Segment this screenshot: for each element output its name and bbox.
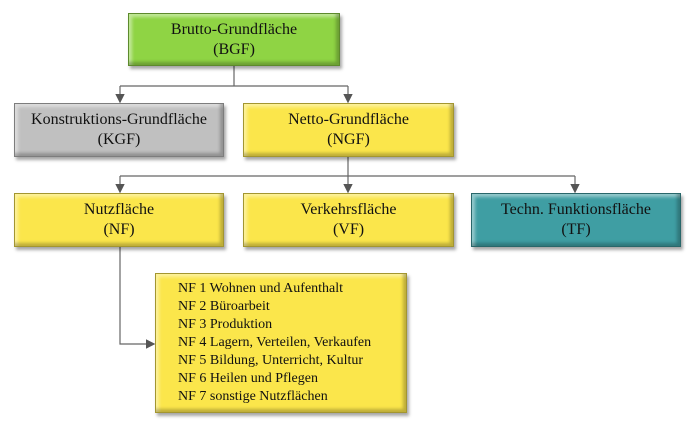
node-abbr: (BGF) [213, 40, 255, 58]
node-title: Netto-Grundfläche [288, 111, 409, 128]
node-title: Techn. Funktionsfläche [501, 201, 651, 218]
node-abbr: (KGF) [97, 131, 141, 148]
node-bgf: Brutto-Grundfläche (BGF) [128, 13, 340, 66]
node-ngf: Netto-Grundfläche (NGF) [243, 103, 454, 157]
list-item: NF 6 Heilen und Pflegen [178, 371, 318, 386]
node-title: Brutto-Grundfläche [170, 20, 298, 38]
list-item: NF 5 Bildung, Unterricht, Kultur [178, 353, 364, 368]
connector-ngf [120, 157, 575, 177]
connector-bgf [120, 66, 348, 87]
node-title: Verkehrsfläche [300, 201, 397, 218]
list-item: NF 3 Produktion [178, 317, 273, 332]
arrow-nf-list [119, 247, 156, 349]
list-item: NF 7 sonstige Nutzflächen [178, 389, 328, 404]
list-item: NF 2 Büroarbeit [178, 299, 270, 314]
node-abbr: (VF) [332, 221, 365, 238]
node-kgf: Konstruktions-Grundfläche (KGF) [14, 103, 224, 157]
node-title: Konstruktions-Grundfläche [31, 111, 207, 128]
node-tf: Techn. Funktionsfläche (TF) [471, 193, 681, 247]
node-vf: Verkehrsfläche (VF) [243, 193, 454, 247]
list-item: NF 4 Lagern, Verteilen, Verkaufen [178, 335, 372, 350]
list-item: NF 1 Wohnen und Aufenthalt [178, 281, 344, 296]
node-nf: Nutzfläche (NF) [14, 193, 224, 247]
node-title: Nutzfläche [83, 201, 155, 218]
node-abbr: (NGF) [327, 131, 370, 148]
node-abbr: (TF) [561, 221, 591, 238]
node-abbr: (NF) [103, 221, 135, 238]
nf-categories-list: NF 1 Wohnen und Aufenthalt NF 2 Büroarbe… [155, 273, 407, 413]
